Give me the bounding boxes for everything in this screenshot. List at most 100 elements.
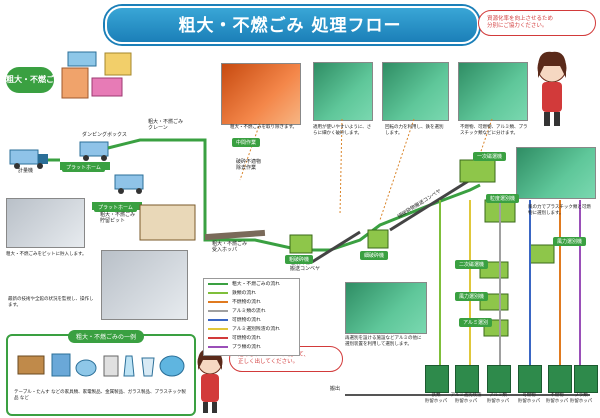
legend-label: 粗大・不燃ごみの流れ xyxy=(232,282,280,287)
wind-sorter-shape xyxy=(529,244,555,264)
sofa-shape xyxy=(91,77,123,97)
label-dumping-box: ダンピングボックス xyxy=(82,132,127,138)
photo-pointer xyxy=(239,122,261,181)
fine-conveyor-line xyxy=(389,178,471,232)
bin-iron xyxy=(425,365,449,393)
note-dust: 再選別を設ける施設などアルミの他に 選別装置を利用して選別します。 xyxy=(345,336,422,347)
note-control: 最新の技術や全館の状況を監視し、操作します。 xyxy=(8,297,94,308)
legend-swatch xyxy=(208,345,228,348)
bin-label: プラ類 貯留ホッパ xyxy=(570,393,592,404)
legend-label: 可燃物の流れ xyxy=(232,318,261,323)
legend-swatch xyxy=(208,291,228,294)
wardrobe-shape xyxy=(61,67,89,99)
guide-character-top xyxy=(537,51,567,126)
legend-swatch xyxy=(208,309,228,312)
truck-icon xyxy=(114,174,144,194)
furniture-illustration xyxy=(61,51,132,99)
label-breaking-room: 破砕不適物 除去作業 xyxy=(236,159,262,171)
photo-control-room xyxy=(101,250,188,320)
fine-crusher-shape xyxy=(367,229,389,249)
page-title: 粗大・不燃ごみ 処理フロー xyxy=(178,16,402,36)
note-air: 風の力でプラスチック類と可燃物に選別します。 xyxy=(528,205,591,216)
legend-label: プラ類の流れ xyxy=(232,345,261,350)
bin-combustible xyxy=(518,365,542,393)
label-alumi-sorter: アルミ選別 xyxy=(459,318,492,327)
flow-legend: 粗大・不燃ごみの流れ 鉄類の流れ 不燃物の流れ アルミ類の流れ 可燃物の流れ ア… xyxy=(203,278,300,356)
legend-label: 不燃物の流れ xyxy=(232,300,261,305)
example-items-illustration xyxy=(17,353,185,377)
note-pit: 粗大・不燃ごみをピットに貯入します。 xyxy=(6,252,87,257)
legend-row: プラ類の流れ xyxy=(208,344,261,351)
label-receiving-hopper: 粗大・不燃ごみ 受入ホッパ xyxy=(212,241,248,253)
coarse-conveyor-line xyxy=(311,230,361,264)
section-badge: 粗大・不燃ごみ xyxy=(6,67,54,110)
primary-mag-shape xyxy=(459,159,496,183)
photo-dust-collector xyxy=(345,282,427,334)
legend-swatch xyxy=(208,282,228,285)
example-panel: 粗大・不燃ごみの一例 テーブル・たんす などの家具類、家電製品、金属製品、ガラス… xyxy=(6,330,196,416)
legend-label: 可燃物の流れ xyxy=(232,336,261,341)
label-platform1: プラットホーム xyxy=(62,163,105,172)
legend-swatch xyxy=(208,327,228,330)
label-crane: 粗大・不燃ごみ クレーン xyxy=(148,119,184,131)
coarse-crusher-shape xyxy=(289,234,313,254)
legend-swatch xyxy=(208,336,228,339)
bin-alumi-residue xyxy=(455,365,479,393)
bin-nonburnable xyxy=(548,365,572,393)
note-crane: 粗大・不燃ごみを取り除きます。 xyxy=(230,125,298,130)
bin-label: アルミ選別残渣 貯留ホッパ xyxy=(450,393,482,404)
truck-icon xyxy=(9,149,48,169)
label-primary-mag: 一次磁選機 xyxy=(473,152,507,161)
label-wind-sorter2: 風力選別機 xyxy=(455,292,489,301)
top-speech-bubble: 資源化率を向上させるため 分別にご協力ください。 xyxy=(478,10,596,36)
legend-row: アルミ選別残渣の流れ xyxy=(208,326,280,333)
note-sort: 不燃物、可燃物、アルミ類、プラスチック類などに分けます。 xyxy=(460,125,528,136)
truck-icon xyxy=(79,141,109,161)
bin-label: アルミ類 貯留ホッパ xyxy=(487,393,509,404)
label-fine-crusher: 細破砕機 xyxy=(360,251,389,260)
label-fine-sorter: 粒度選別機 xyxy=(486,194,520,203)
example-caption: テーブル・たんす などの家具類、家電製品、金属製品、ガラス製品、プラスチック製品… xyxy=(14,390,186,401)
bin-label: 可燃物 貯留ホッパ xyxy=(518,393,540,404)
legend-row: 可燃物の流れ xyxy=(208,317,261,324)
title-bar xyxy=(105,6,479,44)
bed-shape xyxy=(67,51,97,67)
bin-alumi xyxy=(487,365,511,393)
legend-swatch xyxy=(208,300,228,303)
pit-box xyxy=(139,204,196,241)
legend-row: アルミ類の流れ xyxy=(208,308,266,315)
legend-row: 粗大・不燃ごみの流れ xyxy=(208,281,280,288)
note-crusher: 適用が使いやすいように、さらに細かく破砕します。 xyxy=(313,125,372,136)
legend-label: アルミ選別残渣の流れ xyxy=(232,327,280,332)
photo-crusher xyxy=(313,62,373,121)
conveyor-1 xyxy=(204,229,266,241)
label-exit: 搬出 xyxy=(330,386,341,392)
legend-row: 鉄類の流れ xyxy=(208,290,256,297)
photo-fine-crusher xyxy=(382,62,449,121)
table-shape xyxy=(104,52,132,76)
legend-swatch xyxy=(208,318,228,321)
label-coarse-crusher: 粗破砕機 xyxy=(285,255,314,264)
photo-pointer xyxy=(379,118,415,221)
bin-label: 不燃物 貯留ホッパ xyxy=(546,393,568,404)
photo-crane xyxy=(221,63,301,125)
legend-row: 不燃物の流れ xyxy=(208,299,261,306)
legend-label: 鉄類の流れ xyxy=(232,291,256,296)
bin-plastic xyxy=(574,365,598,393)
legend-label: アルミ類の流れ xyxy=(232,309,266,314)
label-weighing: 計量機 xyxy=(18,168,34,174)
note-fine: 回転の力を利用し、鉄を選別します。 xyxy=(385,125,444,136)
photo-wind-sorter xyxy=(516,147,596,199)
photo-pit xyxy=(6,198,85,248)
bin-label: 鉄類 貯留ホッパ xyxy=(425,393,447,404)
label-intermediate: 中間作業 xyxy=(232,138,261,147)
label-pit: 粗大・不燃ごみ 貯留ピット xyxy=(100,212,136,224)
photo-sorter xyxy=(458,62,528,121)
label-platform2: プラットホーム xyxy=(94,203,137,212)
legend-row: 可燃物の流れ xyxy=(208,335,261,342)
label-wind-sorter: 風力選別機 xyxy=(553,237,587,246)
label-secondary-mag: 二次磁選機 xyxy=(455,260,489,269)
photo-pointer xyxy=(339,118,343,216)
example-panel-title: 粗大・不燃ごみの一例 xyxy=(68,330,145,343)
